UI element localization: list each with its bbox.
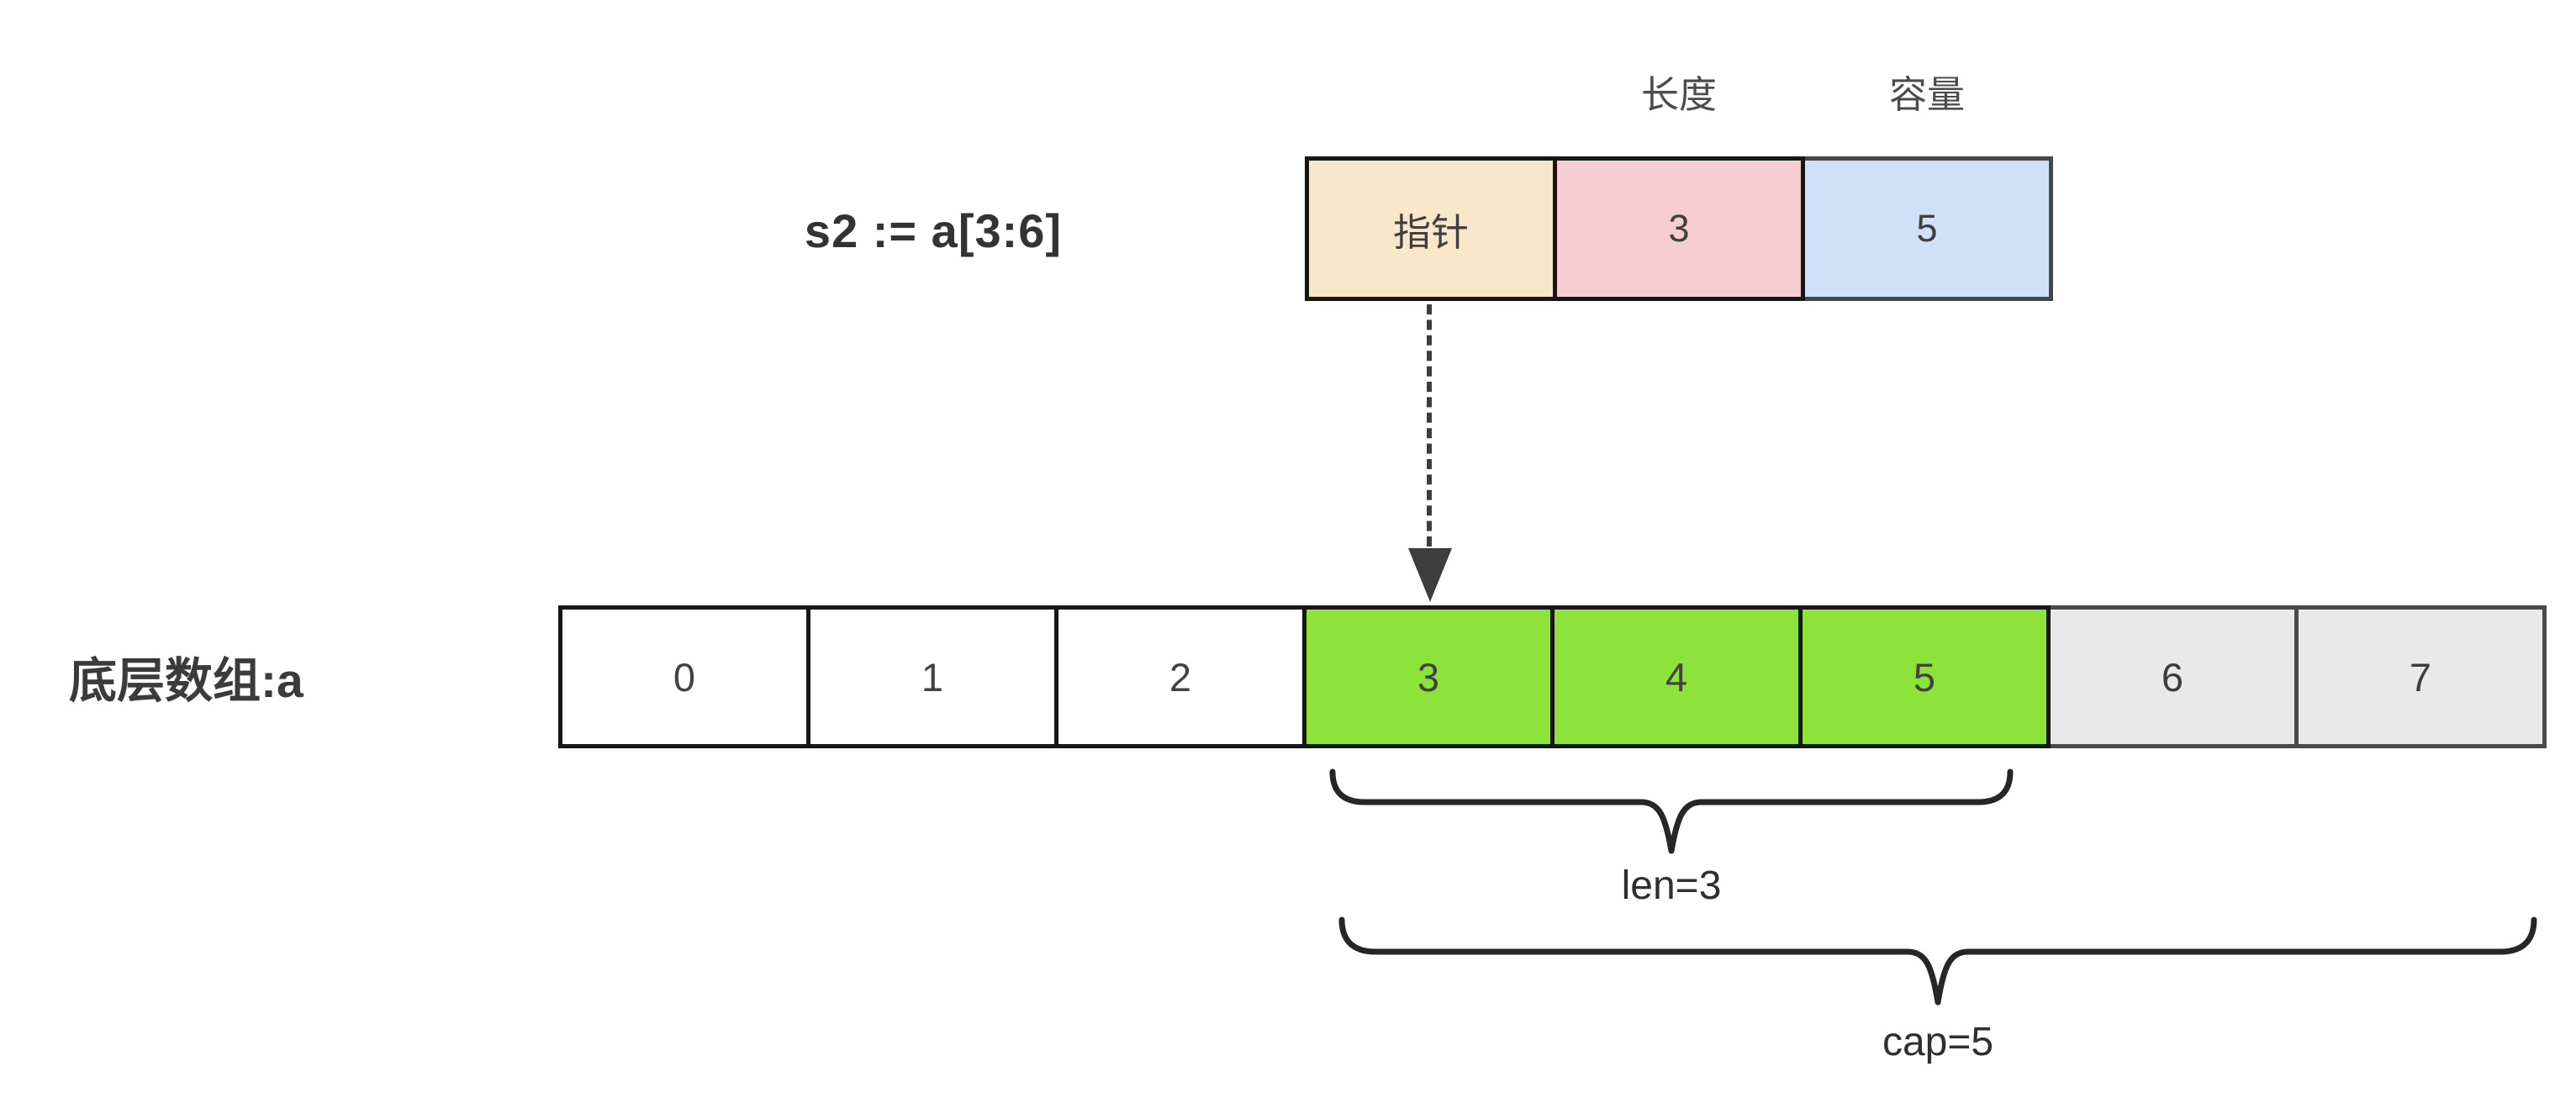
slice-header-cell: 5 bbox=[1801, 156, 2053, 301]
array-cell-value: 3 bbox=[1417, 654, 1440, 700]
array-cell-value: 5 bbox=[1913, 654, 1936, 700]
array-cell-value: 7 bbox=[2409, 654, 2432, 700]
array-cell: 4 bbox=[1550, 605, 1803, 748]
pointer-arrowhead-icon bbox=[1408, 548, 1452, 602]
len-annotation: len=3 bbox=[1621, 863, 1722, 908]
len-brace-icon bbox=[1329, 768, 2014, 856]
array-cell: 5 bbox=[1798, 605, 2051, 748]
cap-annotation: cap=5 bbox=[1882, 1019, 1994, 1064]
array-cell: 7 bbox=[2294, 605, 2547, 748]
array-cell-value: 6 bbox=[2161, 654, 2184, 700]
pointer-arrow-line bbox=[1427, 304, 1432, 546]
array-cell: 6 bbox=[2046, 605, 2299, 748]
capacity-field-label: 容量 bbox=[1888, 72, 1965, 116]
slice-header-cell-label: 5 bbox=[1916, 207, 1938, 250]
underlying-array-label: 底层数组:a bbox=[69, 654, 304, 708]
slice-header-struct: 指针 3 5 bbox=[1305, 156, 2053, 301]
slice-header-cell-label: 3 bbox=[1668, 207, 1690, 250]
array-cell-value: 2 bbox=[1169, 654, 1192, 700]
array-cell-value: 1 bbox=[921, 654, 944, 700]
cap-brace-icon bbox=[1338, 916, 2537, 1007]
array-cell: 2 bbox=[1054, 605, 1306, 748]
slice-header-cell: 指针 bbox=[1305, 156, 1557, 301]
slice-expression-label: s2 := a[3:6] bbox=[804, 203, 1063, 257]
array-cell: 3 bbox=[1302, 605, 1555, 748]
array-cell: 0 bbox=[558, 605, 810, 748]
length-field-label: 长度 bbox=[1640, 72, 1717, 116]
array-cell: 1 bbox=[806, 605, 1058, 748]
array-cell-value: 4 bbox=[1665, 654, 1688, 700]
array-cell-value: 0 bbox=[673, 654, 696, 700]
slice-header-cell-label: 指针 bbox=[1392, 210, 1469, 254]
slice-header-cell: 3 bbox=[1553, 156, 1805, 301]
underlying-array: 0 1 2 3 4 5 6 7 bbox=[558, 605, 2547, 748]
